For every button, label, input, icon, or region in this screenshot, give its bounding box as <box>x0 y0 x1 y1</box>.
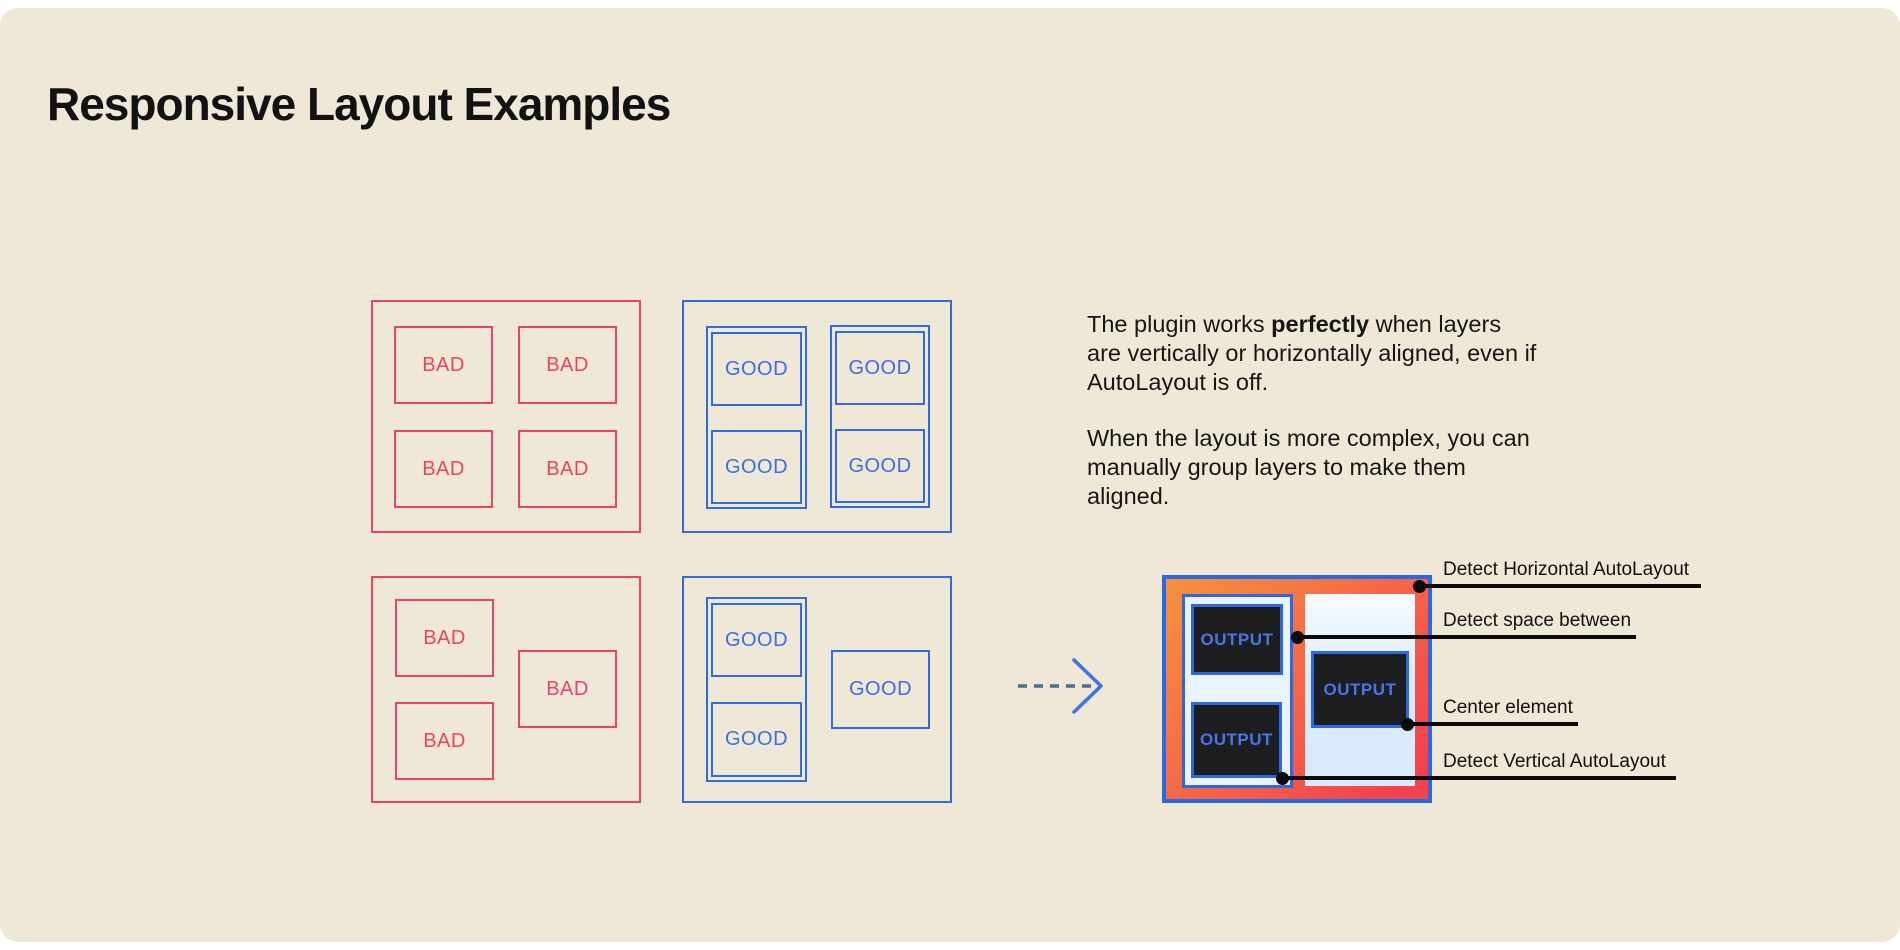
good-grouped-panel: GOOD GOOD GOOD <box>682 576 952 803</box>
output-result-panel: OUTPUT OUTPUT OUTPUT <box>1162 575 1432 803</box>
good-group: GOOD GOOD <box>706 597 807 782</box>
good-cell: GOOD <box>831 650 930 729</box>
bad-cell: BAD <box>395 702 494 780</box>
bad-cell: BAD <box>394 430 493 508</box>
bad-cell: BAD <box>394 326 493 404</box>
callout-label-center-element: Center element <box>1443 697 1573 718</box>
output-box-centered: OUTPUT <box>1311 651 1409 728</box>
callout-label-horizontal-autolayout: Detect Horizontal AutoLayout <box>1443 559 1690 580</box>
description-text: The plugin works perfectly when layers a… <box>1087 310 1539 511</box>
callout-line-vertical-autolayout <box>1282 776 1676 780</box>
callout-dot-center-element <box>1401 718 1414 731</box>
good-group: GOOD GOOD <box>706 326 807 509</box>
callout-line-center-element <box>1407 722 1578 726</box>
callout-line-space-between <box>1297 635 1636 639</box>
good-group: GOOD GOOD <box>830 325 930 508</box>
callout-line-horizontal-autolayout <box>1419 584 1701 588</box>
callout-dot-horizontal-autolayout <box>1413 580 1426 593</box>
bad-cell: BAD <box>518 326 617 404</box>
description-paragraph-2: When the layout is more complex, you can… <box>1087 425 1530 509</box>
good-cell: GOOD <box>711 702 802 777</box>
callout-dot-vertical-autolayout <box>1276 772 1289 785</box>
good-cell: GOOD <box>711 430 802 504</box>
output-box: OUTPUT <box>1191 702 1282 778</box>
bad-cell: BAD <box>518 430 617 508</box>
output-box: OUTPUT <box>1191 604 1283 675</box>
good-cell: GOOD <box>711 332 802 406</box>
bad-grid-panel: BAD BAD BAD BAD <box>371 300 641 533</box>
page-title: Responsive Layout Examples <box>47 77 671 130</box>
callout-label-space-between: Detect space between <box>1443 610 1632 631</box>
output-vertical-group: OUTPUT OUTPUT <box>1182 594 1293 788</box>
good-cell: GOOD <box>835 331 925 405</box>
good-grid-panel: GOOD GOOD GOOD GOOD <box>682 300 952 533</box>
good-cell: GOOD <box>835 429 925 503</box>
description-paragraph-1: The plugin works perfectly when layers a… <box>1087 311 1537 395</box>
flow-arrow-icon <box>1018 658 1103 714</box>
callout-dot-space-between <box>1291 631 1304 644</box>
good-cell: GOOD <box>711 603 802 677</box>
bad-cell: BAD <box>518 650 617 728</box>
callout-label-vertical-autolayout: Detect Vertical AutoLayout <box>1443 751 1666 772</box>
bad-cell: BAD <box>395 599 494 677</box>
bad-scattered-panel: BAD BAD BAD <box>371 576 641 803</box>
